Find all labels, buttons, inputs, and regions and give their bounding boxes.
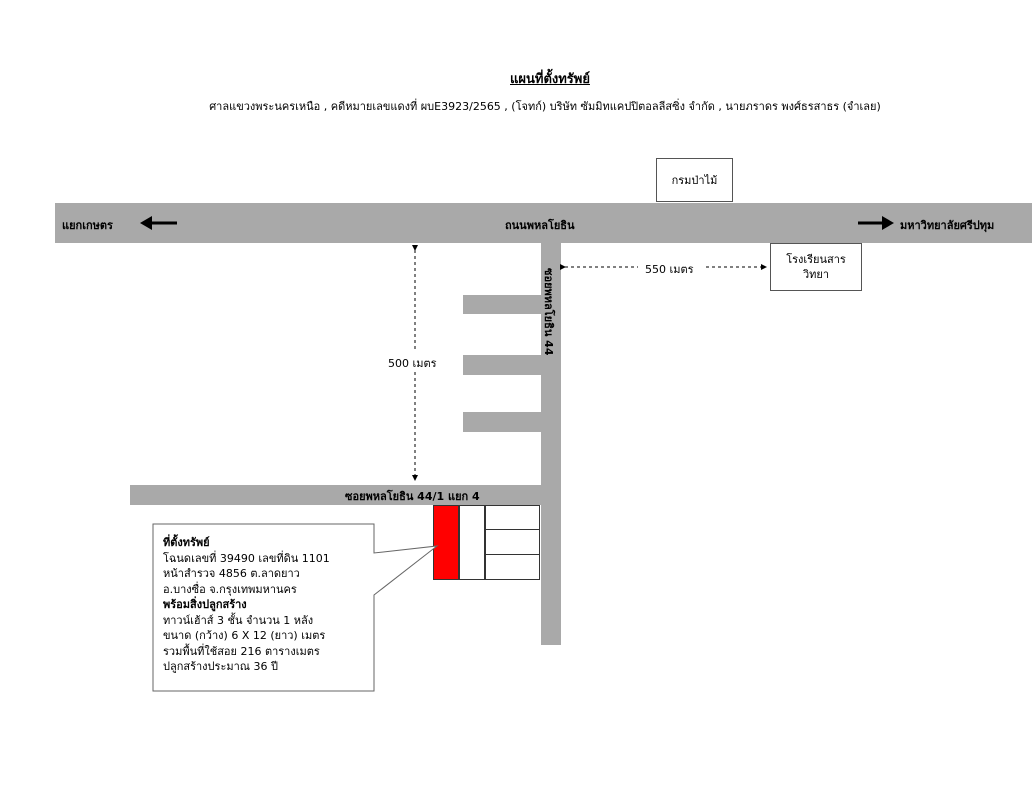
arrow-right-icon (858, 216, 894, 230)
building-line: รวมพื้นที่ใช้สอย 216 ตารางเมตร (163, 644, 320, 658)
soi-44-road (541, 243, 561, 645)
building-heading: พร้อมสิ่งปลูกสร้าง (163, 598, 247, 611)
property-line: โฉนดเลขที่ 39490 เลขที่ดิน 1101 (163, 551, 330, 565)
side-alley (463, 412, 541, 432)
distance-horizontal-label: 550 เมตร (645, 263, 694, 276)
soi-44-1-label: ซอยพหลโยธิน 44/1 แยก 4 (345, 490, 480, 503)
school-label-line2: วิทยา (802, 268, 830, 281)
neighbor-lot (459, 505, 485, 580)
forestry-dept-box: กรมป่าไม้ (656, 158, 733, 202)
arrow-left-icon (140, 216, 177, 230)
side-alley (463, 295, 541, 314)
main-road-label: ถนนพหลโยธิน (505, 219, 575, 232)
side-alley (463, 355, 541, 375)
building-line: ขนาด (กว้าง) 6 X 12 (ยาว) เมตร (163, 629, 326, 642)
neighbor-lot (485, 505, 540, 530)
property-details: ที่ตั้งทรัพย์ โฉนดเลขที่ 39490 เลขที่ดิน… (163, 535, 330, 675)
direction-right-label: มหาวิทยาลัยศรีปทุม (900, 219, 995, 232)
soi-44-1-road (130, 485, 541, 505)
school-label-line1: โรงเรียนสาร (786, 253, 846, 266)
property-line: หน้าสำรวจ 4856 ต.ลาดยาว (163, 567, 300, 580)
property-heading: ที่ตั้งทรัพย์ (163, 536, 210, 549)
property-line: อ.บางซื่อ จ.กรุงเทพมหานคร (163, 582, 297, 596)
callout-box (152, 523, 439, 692)
case-subtitle: ศาลแขวงพระนครเหนือ , คดีหมายเลขแดงที่ ผบ… (209, 100, 881, 113)
school-box: โรงเรียนสาร วิทยา (770, 243, 862, 291)
property-marker (433, 505, 459, 580)
building-line: ปลูกสร้างประมาณ 36 ปี (163, 660, 278, 673)
forestry-dept-label: กรมป่าไม้ (671, 174, 718, 187)
distance-vertical-label: 500 เมตร (388, 354, 437, 372)
building-line: ทาวน์เฮ้าส์ 3 ชั้น จำนวน 1 หลัง (163, 613, 314, 627)
neighbor-lot (485, 554, 540, 580)
map-title: แผนที่ตั้งทรัพย์ (510, 72, 590, 87)
direction-left-label: แยกเกษตร (62, 219, 113, 232)
